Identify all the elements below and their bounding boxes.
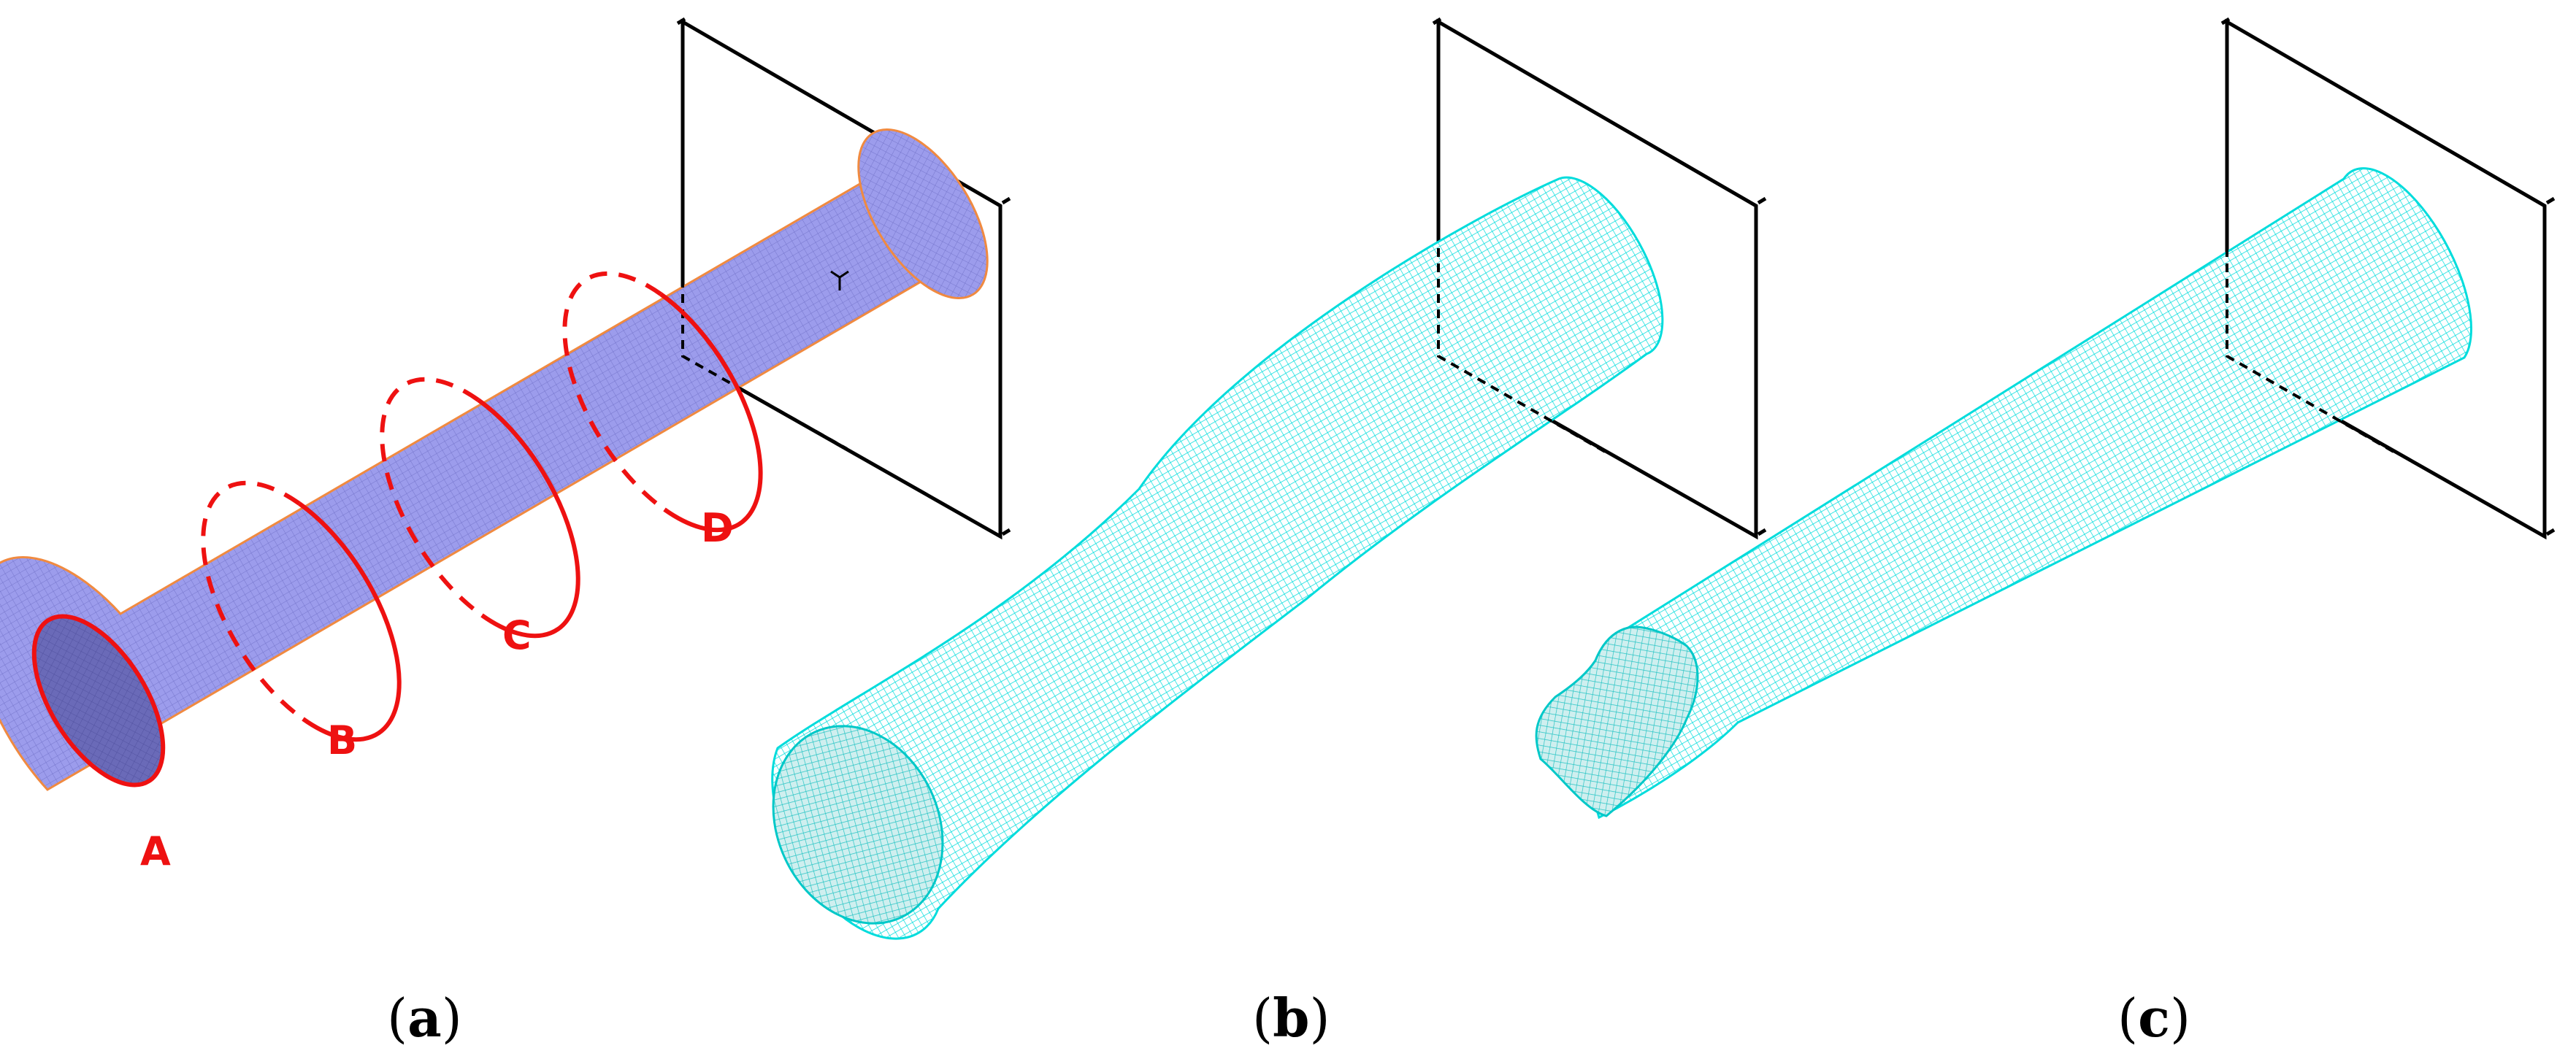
section-label-c: C bbox=[502, 612, 532, 658]
cylinder-end-near-c bbox=[1535, 625, 1699, 817]
cylinder-end-near-a bbox=[31, 614, 166, 787]
panel-b: (b) bbox=[771, 17, 1767, 1049]
section-ring-c bbox=[380, 377, 580, 639]
section-ring-b bbox=[201, 480, 402, 742]
caption-c: (c) bbox=[2117, 987, 2190, 1049]
section-ring-d bbox=[562, 271, 763, 533]
caption-b: (b) bbox=[1252, 987, 1330, 1049]
section-label-a: A bbox=[140, 828, 171, 874]
caption-a: (a) bbox=[387, 987, 462, 1049]
cylinder-mesh-a bbox=[0, 157, 945, 791]
section-label-d: D bbox=[701, 505, 734, 551]
cylinder-mesh-b bbox=[771, 176, 1664, 940]
panel-a: A B C D (a) bbox=[0, 17, 1011, 1049]
clamp-plate-frame-c bbox=[2220, 17, 2556, 540]
cylinder-end-near-b bbox=[772, 725, 944, 925]
section-rings bbox=[201, 271, 763, 742]
cylinder-mesh-c bbox=[1568, 167, 2472, 820]
cylinder-end-far-a bbox=[857, 128, 989, 300]
section-label-b: B bbox=[327, 717, 357, 763]
panel-c: (c) bbox=[1535, 17, 2556, 1049]
axis-marker-icon bbox=[830, 270, 849, 290]
